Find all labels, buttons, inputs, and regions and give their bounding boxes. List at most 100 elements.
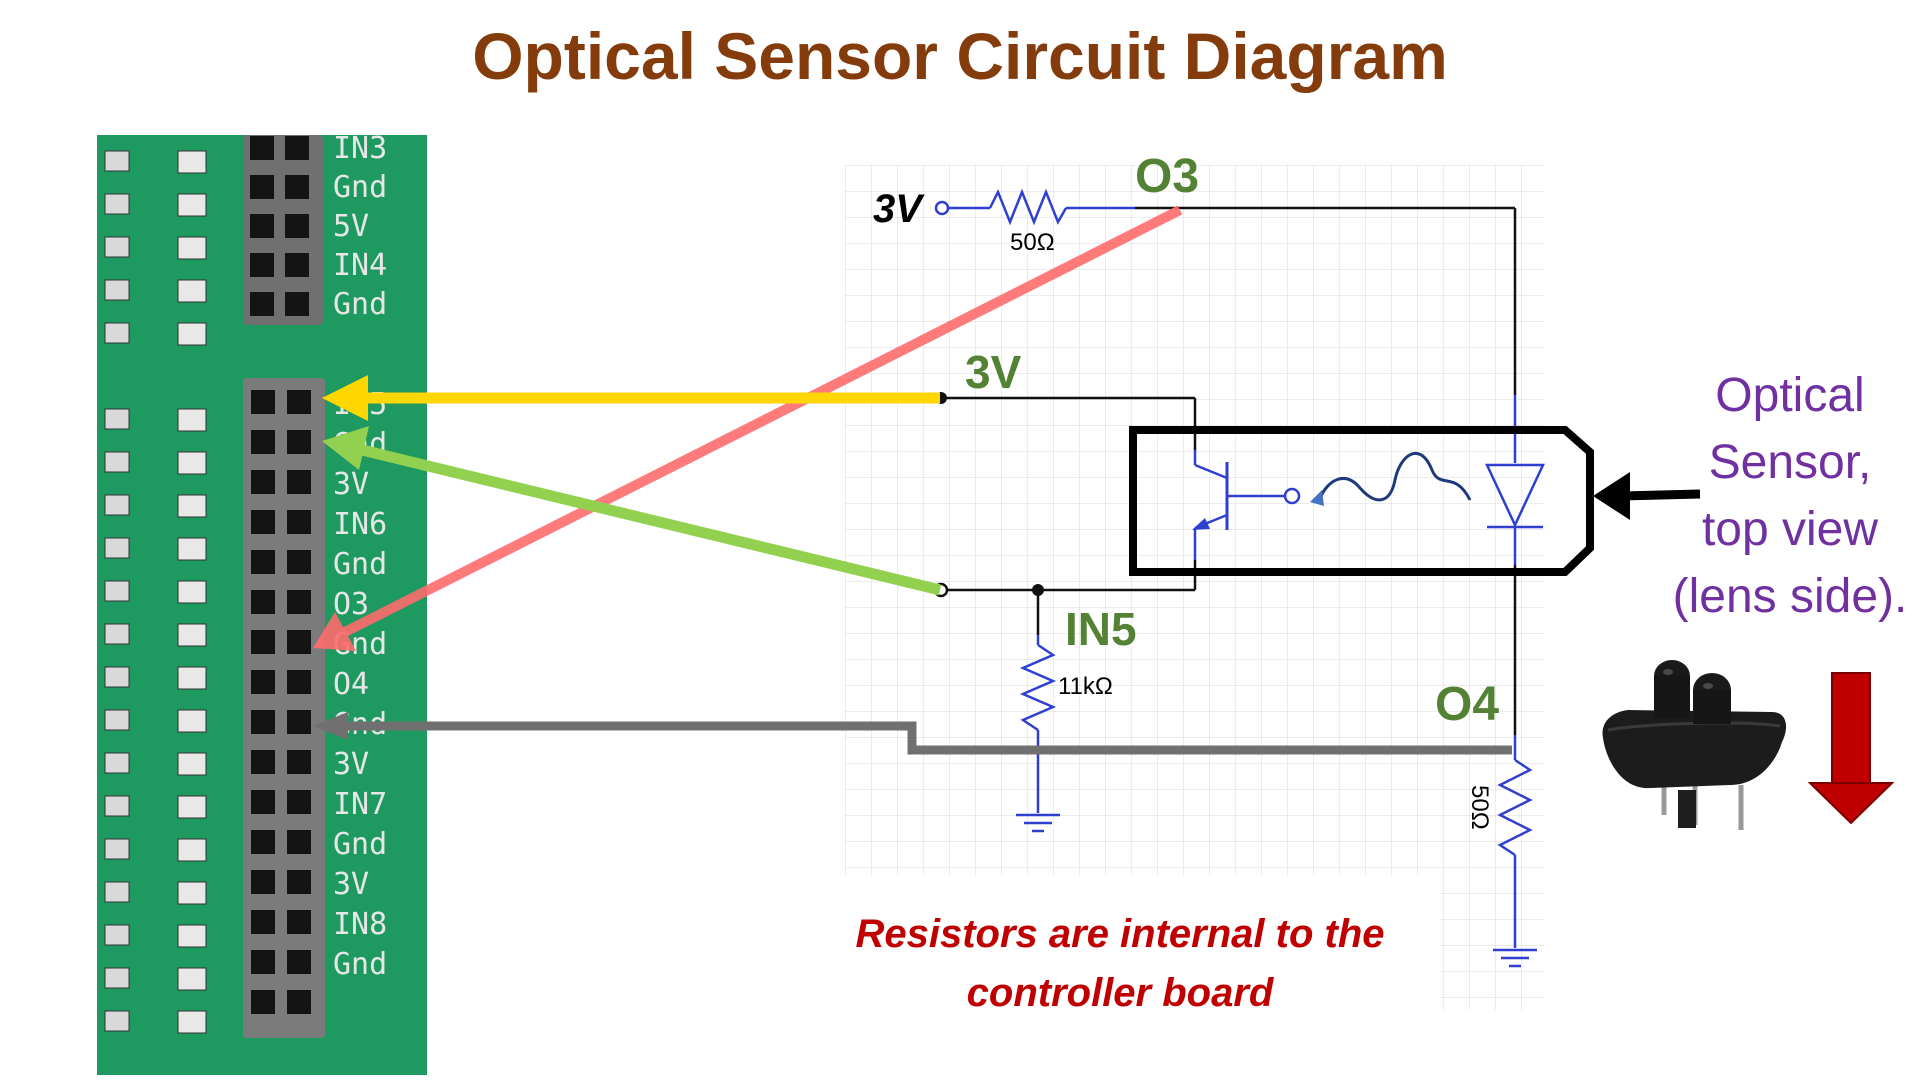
header-pin	[251, 990, 275, 1014]
connection-arrows	[313, 205, 1512, 755]
optical-sensor-outline	[1129, 426, 1594, 576]
smd-capacitor	[177, 752, 207, 776]
smd-resistor	[104, 838, 130, 860]
smd-resistor	[104, 623, 130, 645]
note-line: Resistors are internal to the	[855, 912, 1385, 956]
smd-resistor	[104, 752, 130, 774]
pin-label: 3V	[333, 747, 369, 782]
arrow-green-in5	[360, 444, 942, 596]
smd-resistor	[104, 236, 130, 258]
page-title: Optical Sensor Circuit Diagram	[472, 19, 1448, 93]
smd-resistor	[104, 279, 130, 301]
pin-label: Gnd	[333, 170, 387, 205]
smd-resistor	[104, 537, 130, 559]
smd-capacitor	[177, 1010, 207, 1034]
schematic: 3V 50Ω O3 3V IN5 11kΩ O4 50Ω	[845, 150, 1701, 1010]
header-pin	[287, 870, 311, 894]
smd-resistor	[104, 580, 130, 602]
ground-symbol-right	[1493, 948, 1537, 968]
header-pin	[287, 670, 311, 694]
smd-capacitor	[177, 838, 207, 862]
header-pin	[250, 292, 274, 316]
ground-symbol-mid	[1016, 813, 1060, 833]
header-pin	[251, 830, 275, 854]
resistor-bottom-label: 50Ω	[1466, 785, 1493, 830]
arrow-red-o3	[342, 205, 1183, 637]
arrow-gray-o4	[345, 721, 1512, 755]
smd-capacitor	[177, 537, 207, 561]
smd-capacitor	[177, 408, 207, 432]
header-pin	[251, 670, 275, 694]
pin-label: IN8	[333, 907, 387, 942]
header-pin	[251, 510, 275, 534]
header-pin	[287, 950, 311, 974]
pin-label: 5V	[333, 209, 369, 244]
header-pin	[250, 214, 274, 238]
header-pin	[287, 510, 311, 534]
header-pin	[287, 910, 311, 934]
header-pin	[287, 710, 311, 734]
smd-resistor	[104, 666, 130, 688]
pin-label: IN4	[333, 248, 387, 283]
smd-capacitor	[177, 322, 207, 346]
header-pin	[287, 790, 311, 814]
caption-line: Optical	[1715, 369, 1865, 422]
header-pin	[251, 710, 275, 734]
controller-board-photo: IN3Gnd5VIN4GndIN5Gnd3VIN6GndO3GndO4Gnd3V…	[97, 131, 427, 1075]
smd-capacitor	[177, 795, 207, 819]
smd-resistor	[104, 408, 130, 430]
led-diode-symbol	[1485, 463, 1545, 528]
phototransistor-symbol	[1192, 450, 1301, 560]
header-pin	[287, 830, 311, 854]
pin-label: Gnd	[333, 827, 387, 862]
smd-capacitor	[177, 623, 207, 647]
smd-resistor	[104, 881, 130, 903]
caption-line: top view	[1701, 503, 1879, 556]
header-pin	[285, 253, 309, 277]
pointer-arrow-head	[1593, 472, 1630, 520]
header-pin	[251, 550, 275, 574]
resistor-mid	[1019, 643, 1057, 732]
grid-background-lower	[1440, 850, 1545, 1010]
supply-mid-label: 3V	[965, 346, 1022, 398]
pin-label: Gnd	[333, 947, 387, 982]
pin-label: IN6	[333, 507, 387, 542]
header-pin	[251, 590, 275, 614]
pin-label: Gnd	[333, 547, 387, 582]
header-pin	[285, 292, 309, 316]
resistor-note: Resistors are internal to the controller…	[790, 905, 1450, 1023]
smd-capacitor	[177, 279, 207, 303]
node-in5-label: IN5	[1065, 603, 1137, 655]
node-o3-label: O3	[1135, 150, 1199, 203]
header-pin	[287, 990, 311, 1014]
smd-resistor	[104, 924, 130, 946]
pin-label: O4	[333, 667, 369, 702]
header-pin	[250, 175, 274, 199]
pointer-arrow-line	[1619, 489, 1701, 501]
smd-capacitor	[177, 924, 207, 948]
smd-capacitor	[177, 881, 207, 905]
optical-sensor-caption: Optical Sensor, top view (lens side).	[1640, 362, 1920, 630]
smd-resistor	[104, 967, 130, 989]
smd-resistor	[104, 795, 130, 817]
header-pin	[251, 470, 275, 494]
smd-capacitor	[177, 494, 207, 518]
resistor-bottom	[1497, 758, 1533, 857]
header-pin	[287, 550, 311, 574]
header-pin	[285, 136, 309, 160]
smd-capacitor	[177, 580, 207, 604]
smd-resistor	[104, 451, 130, 473]
header-pin	[251, 430, 275, 454]
header-pin	[251, 750, 275, 774]
smd-capacitor	[177, 967, 207, 991]
header-pin	[285, 175, 309, 199]
caption-line: Sensor,	[1708, 436, 1872, 489]
smd-capacitor	[177, 709, 207, 733]
note-line: controller board	[966, 971, 1274, 1015]
light-wave	[1318, 451, 1472, 502]
smd-resistor	[104, 150, 130, 172]
pin-label: Gnd	[333, 287, 387, 322]
optical-sensor-photo	[1602, 660, 1787, 830]
pin-label: O3	[333, 587, 369, 622]
caption-line: (lens side).	[1672, 570, 1908, 623]
